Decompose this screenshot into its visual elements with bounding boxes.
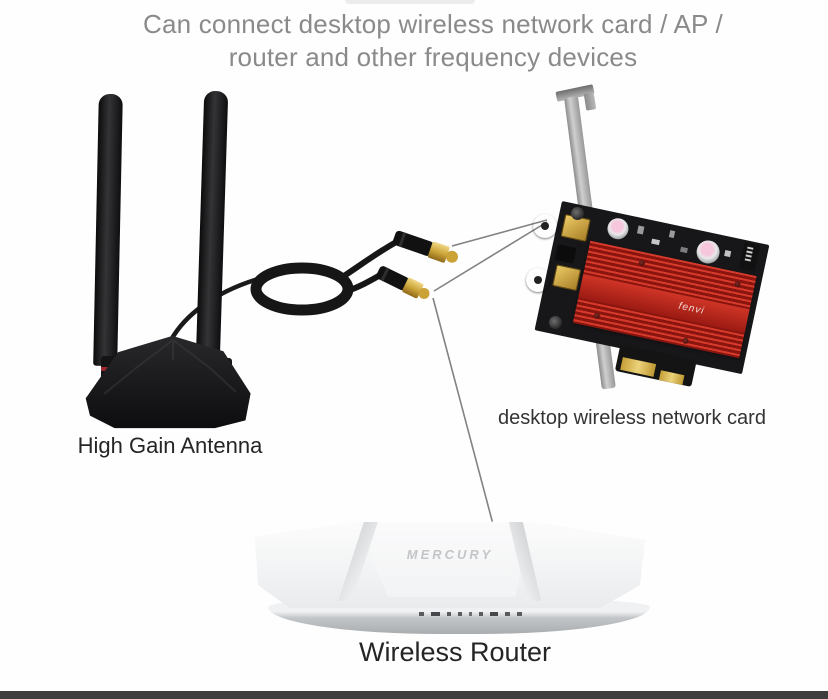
heatsink-screw bbox=[593, 312, 601, 320]
diagram-title-line1: Can connect desktop wireless network car… bbox=[143, 9, 723, 39]
heatsink-smooth-band bbox=[578, 274, 750, 333]
pcb-component bbox=[680, 246, 688, 254]
bottom-divider-bar bbox=[0, 691, 828, 699]
router-top-panel bbox=[358, 523, 530, 597]
pcb-component bbox=[651, 238, 660, 246]
pointer-line-lower-to-card bbox=[433, 221, 548, 292]
sma-connector-lower bbox=[376, 266, 430, 299]
pointer-line-upper-to-card bbox=[451, 219, 548, 247]
bracket-screw-bottom bbox=[549, 316, 562, 329]
diagram-title-line2: router and other frequency devices bbox=[228, 42, 638, 72]
pcie-gold-fingers bbox=[620, 357, 657, 377]
pcie-gold-fingers bbox=[658, 370, 685, 386]
card-sma-port-upper bbox=[533, 214, 557, 238]
red-heatsink: fenvi bbox=[572, 240, 757, 359]
pcb-component bbox=[668, 230, 676, 239]
coiled-cable bbox=[250, 262, 354, 316]
led-mark bbox=[468, 612, 472, 616]
sma-connector-upper bbox=[392, 230, 458, 263]
antenna-label: High Gain Antenna bbox=[77, 433, 263, 458]
heatsink-screw bbox=[682, 337, 690, 345]
led-mark bbox=[457, 612, 462, 616]
capacitor-1 bbox=[605, 216, 631, 242]
pcb-component bbox=[636, 225, 645, 235]
pcie-edge-connector bbox=[614, 344, 697, 387]
led-mark bbox=[430, 612, 440, 616]
heatsink-screw bbox=[733, 280, 742, 288]
heatsink-screw bbox=[638, 259, 646, 267]
card-label: desktop wireless network card bbox=[498, 407, 766, 429]
capacitor-2 bbox=[694, 238, 722, 266]
led-mark bbox=[489, 612, 498, 616]
led-mark bbox=[504, 612, 510, 616]
pcb-component bbox=[724, 250, 732, 258]
wireless-card: fenvi bbox=[505, 82, 825, 412]
pointer-line-to-router bbox=[432, 297, 495, 529]
router-brand-logo: MERCURY bbox=[406, 547, 494, 562]
card-sma-port-lower bbox=[526, 268, 550, 292]
led-mark bbox=[478, 612, 483, 616]
pcb-component-block bbox=[554, 244, 577, 264]
router-label: Wireless Router bbox=[358, 637, 552, 667]
bracket-screw-top bbox=[571, 207, 584, 220]
antenna-port-block-lower bbox=[552, 264, 582, 292]
led-mark bbox=[446, 612, 451, 616]
antenna-base-ridges bbox=[103, 339, 237, 395]
cropped-header-remnant bbox=[345, 0, 475, 4]
bracket-hook-end bbox=[583, 92, 597, 111]
led-mark bbox=[418, 612, 424, 616]
card-pcb: fenvi bbox=[534, 201, 770, 387]
wireless-router: MERCURY bbox=[250, 515, 650, 640]
pcb-header-connector bbox=[738, 241, 761, 272]
router-indicator-leds bbox=[390, 612, 550, 616]
led-mark bbox=[516, 612, 522, 616]
